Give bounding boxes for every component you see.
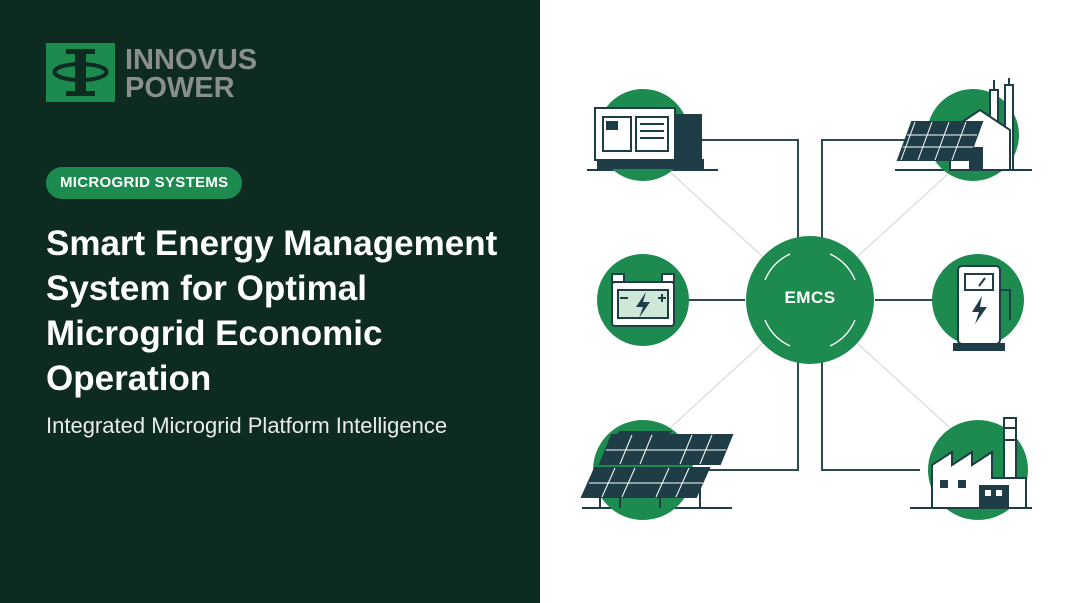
generator-icon <box>594 107 704 169</box>
brand-line-2: POWER <box>125 72 235 104</box>
solar-array-icon <box>580 431 734 508</box>
page-title: Smart Energy Management System for Optim… <box>46 224 498 398</box>
solar-house-icon <box>896 78 1014 171</box>
node-battery <box>597 254 689 346</box>
page-subtitle: Integrated Microgrid Platform Intelligen… <box>46 413 448 438</box>
brand-name: INNOVUS POWER <box>125 44 258 104</box>
emcs-hub <box>746 236 874 364</box>
node-solar-array <box>580 420 734 520</box>
category-badge: MICROGRID SYSTEMS <box>46 167 243 199</box>
ev-charger-icon <box>953 265 1011 351</box>
node-ev-charger <box>932 254 1024 351</box>
connector-factory <box>821 355 920 471</box>
connector-solar-house <box>821 139 920 245</box>
node-factory <box>928 417 1028 520</box>
bus-connectors <box>685 139 935 471</box>
factory-icon <box>931 417 1027 509</box>
brand-line-1: INNOVUS <box>125 44 258 76</box>
brand-logo: INNOVUS POWER <box>46 43 286 105</box>
battery-icon <box>611 273 675 327</box>
node-generator <box>594 89 704 181</box>
diagram-canvas <box>580 78 1032 520</box>
microgrid-diagram: EMCS <box>540 0 1080 603</box>
node-solar-house <box>896 78 1019 181</box>
connector-generator <box>700 139 799 245</box>
connector-solar-array <box>700 355 799 471</box>
title-panel: INNOVUS POWER MICROGRID SYSTEMS Smart En… <box>0 0 540 603</box>
emcs-circle <box>746 236 874 364</box>
emcs-label: EMCS <box>784 288 836 307</box>
emcs-ring <box>764 253 856 347</box>
innovus-logo-icon <box>46 43 115 102</box>
